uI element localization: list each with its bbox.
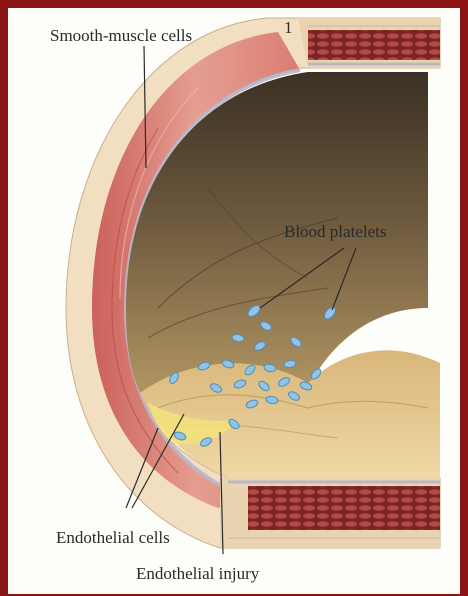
platelets-label: Blood platelets bbox=[284, 222, 386, 242]
artery-illustration bbox=[8, 8, 460, 594]
endothelial-injury-label: Endothelial injury bbox=[136, 564, 259, 584]
bottom-muscle-cells bbox=[248, 486, 440, 530]
top-muscle-cells bbox=[308, 30, 440, 60]
endothelial-cells-label: Endothelial cells bbox=[56, 528, 170, 548]
smooth-muscle-label: Smooth-muscle cells bbox=[50, 26, 192, 46]
panel-number: 1 bbox=[284, 18, 293, 38]
artery-figure: Smooth-muscle cells 1 Blood platelets En… bbox=[8, 8, 460, 594]
